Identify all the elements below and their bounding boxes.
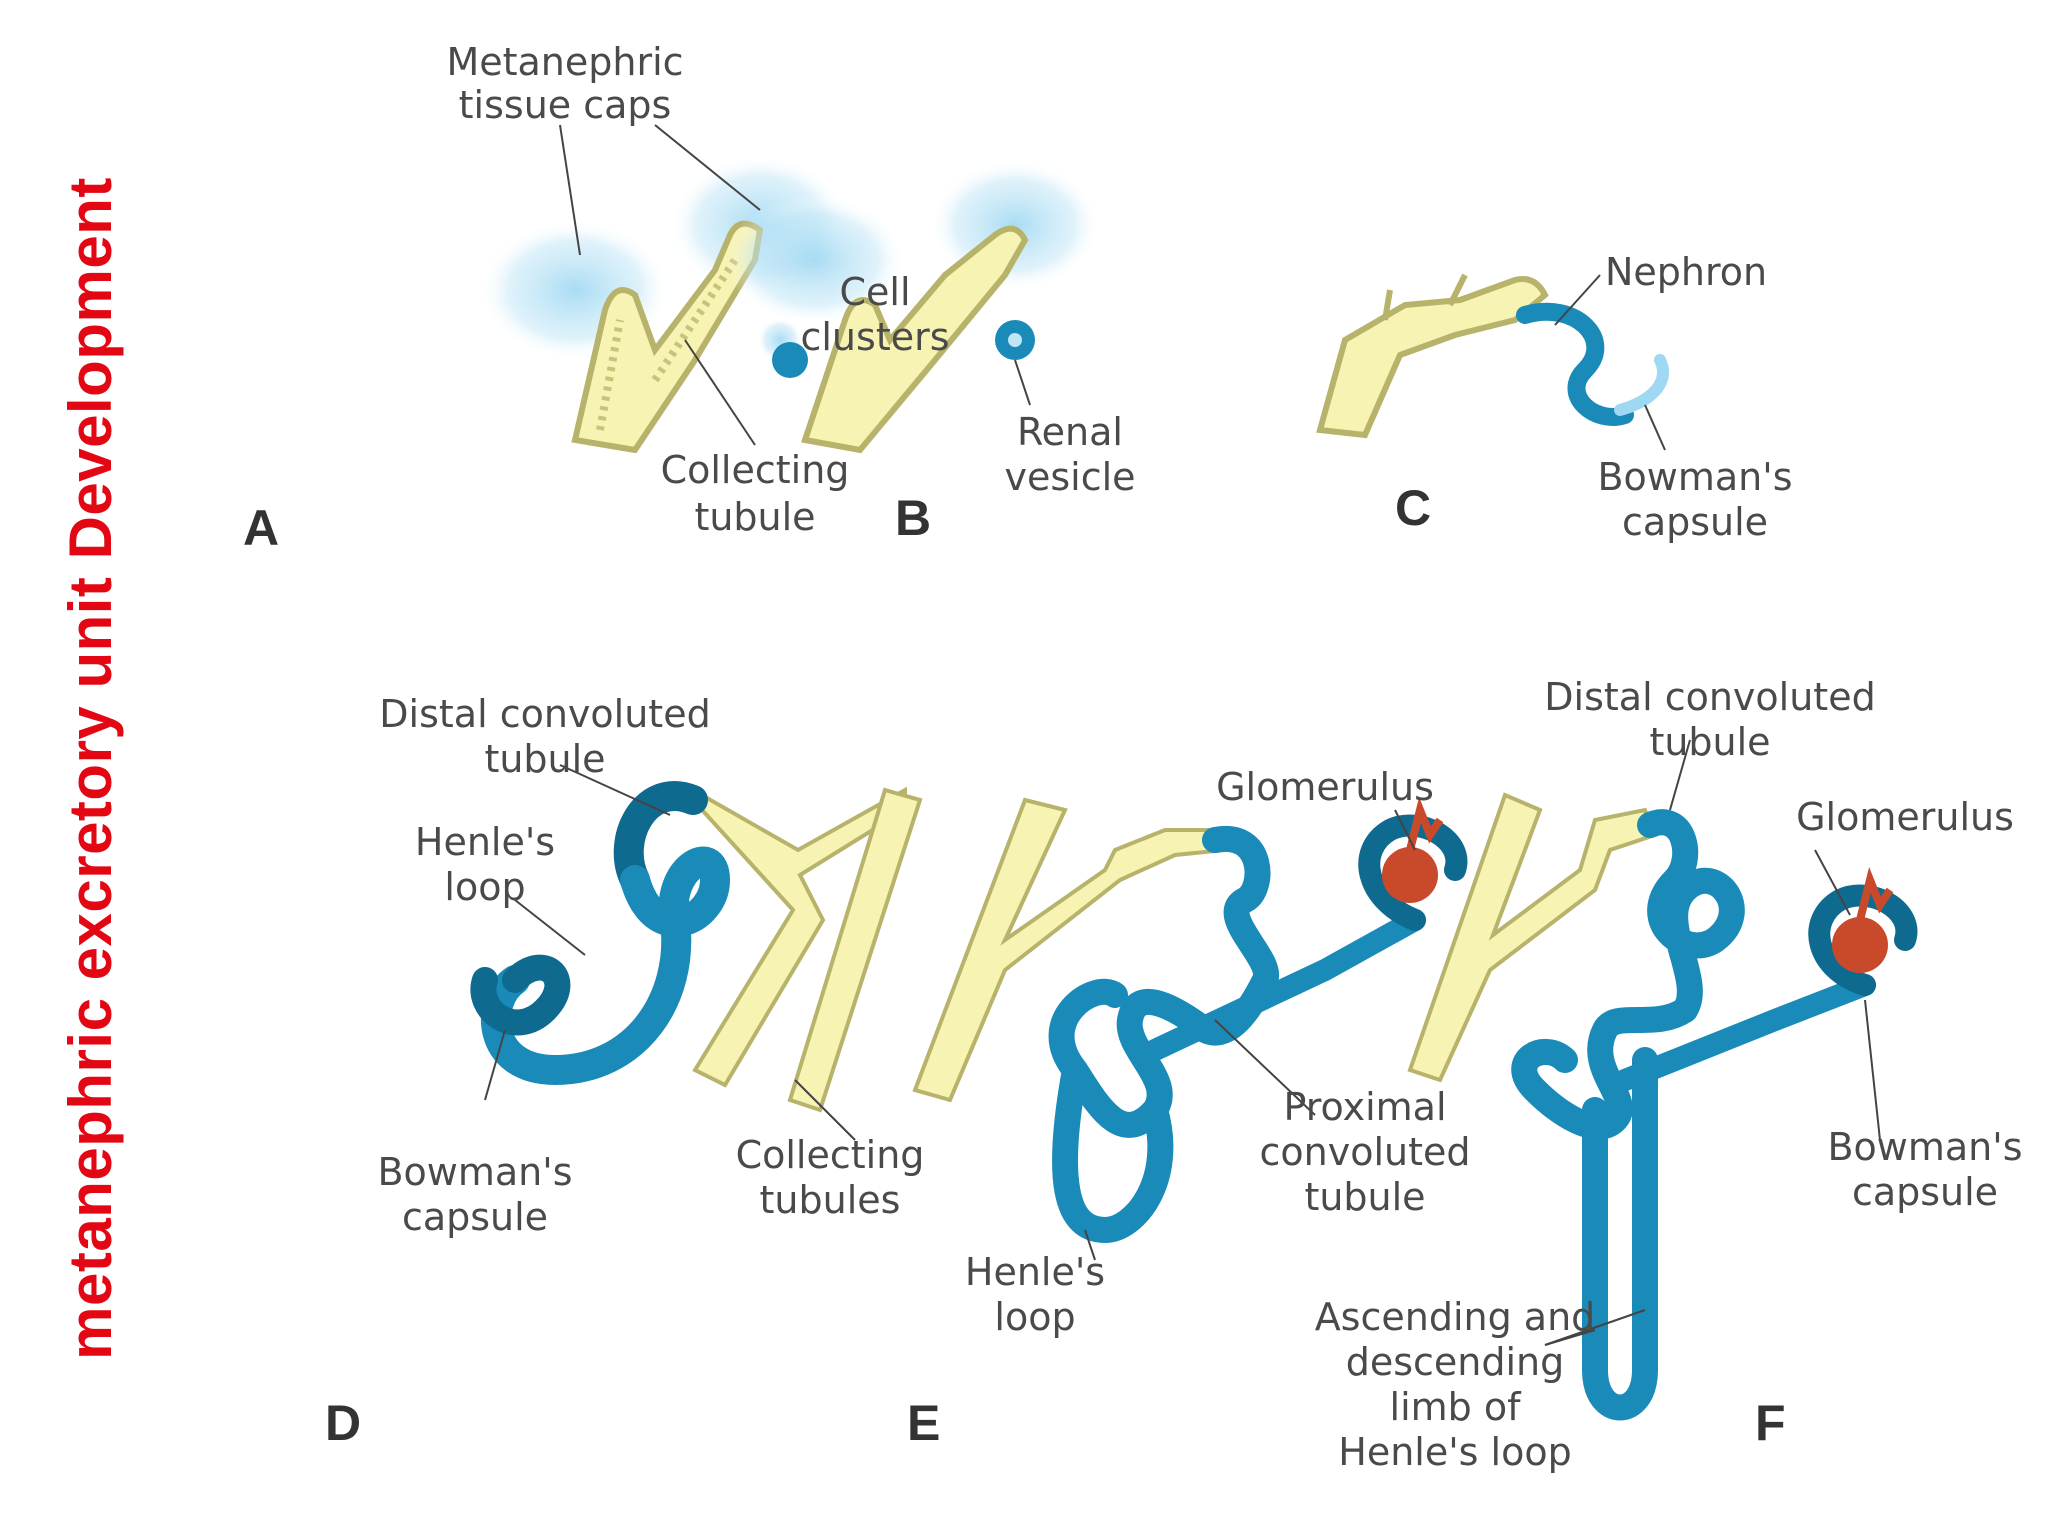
figure-canvas: Metanephric tissue caps Collecting tubul… bbox=[243, 40, 2023, 1474]
slide-title-text: metanephric excretory unit Development bbox=[56, 176, 124, 1360]
label-proximal-line1: Proximal bbox=[1283, 1085, 1446, 1129]
leader-renal-vesicle bbox=[1014, 359, 1031, 406]
label-bowmans-c-line1: Bowman's bbox=[1597, 455, 1792, 499]
leader-collecting-tubule bbox=[684, 339, 756, 446]
tissue-cap-b-left bbox=[725, 195, 905, 325]
distal-tubule-f bbox=[1637, 809, 1745, 1023]
cell-cluster-b bbox=[772, 342, 808, 378]
proximal-tubule-f bbox=[1511, 997, 1698, 1140]
bowmans-capsule-e bbox=[1358, 814, 1468, 931]
label-bowmans-c-line2: capsule bbox=[1622, 500, 1768, 544]
leader-caps-right bbox=[654, 124, 761, 211]
nephron-c bbox=[1516, 302, 1634, 426]
label-renal-line2: vesicle bbox=[1004, 455, 1135, 499]
label-cell-line2: clusters bbox=[800, 315, 949, 359]
collecting-tubule-d-trunk bbox=[787, 787, 923, 1113]
label-bowmans-d-line1: Bowman's bbox=[377, 1150, 572, 1194]
label-collecting-tubule-line2: tubule bbox=[694, 495, 815, 539]
panel-c: Nephron Bowman's capsule C bbox=[1316, 250, 1793, 544]
panel-e: Glomerulus Proximal convoluted tubule He… bbox=[907, 765, 1471, 1451]
leader-collecting-d bbox=[794, 1079, 856, 1141]
leader-nephron bbox=[1554, 274, 1601, 326]
label-bowmans-f-line2: capsule bbox=[1852, 1170, 1998, 1214]
label-distal-d-line2: tubule bbox=[484, 737, 605, 781]
henles-loop-d bbox=[481, 846, 731, 1086]
label-henle-e-line2: loop bbox=[994, 1295, 1075, 1339]
collecting-tubule-c bbox=[1316, 276, 1549, 439]
leader-bowmans-d bbox=[484, 1029, 506, 1101]
connector-f bbox=[1614, 974, 1876, 1091]
leader-distal-d bbox=[559, 764, 671, 816]
label-proximal-line2: convoluted bbox=[1259, 1130, 1470, 1174]
label-henle-d-line1: Henle's bbox=[415, 820, 555, 864]
label-metanephric-line2: tissue caps bbox=[459, 83, 672, 127]
label-distal-f-line1: Distal convoluted bbox=[1544, 675, 1875, 719]
panel-letter-a: A bbox=[243, 500, 279, 556]
henles-loop-e bbox=[1052, 1057, 1174, 1244]
label-metanephric-line1: Metanephric bbox=[446, 40, 683, 84]
bowmans-capsule-d bbox=[470, 954, 571, 1036]
panel-letter-f: F bbox=[1755, 1395, 1786, 1451]
leader-bowmans-f bbox=[1864, 999, 1881, 1141]
leader-glomerulus-e bbox=[1394, 809, 1416, 851]
collecting-tubule-b bbox=[801, 225, 1029, 454]
label-collecting-tubule-line1: Collecting bbox=[661, 448, 850, 492]
leader-henle-d bbox=[514, 899, 586, 956]
label-bowmans-f-line1: Bowman's bbox=[1827, 1125, 2022, 1169]
label-limbs-line1: Ascending and bbox=[1315, 1295, 1596, 1339]
label-bowmans-d-line2: capsule bbox=[402, 1195, 548, 1239]
label-limbs-line3: limb of bbox=[1390, 1385, 1523, 1429]
panel-a: Metanephric tissue caps Collecting tubul… bbox=[243, 40, 850, 556]
label-distal-f-line2: tubule bbox=[1649, 720, 1770, 764]
panel-letter-c: C bbox=[1395, 480, 1431, 536]
bowmans-capsule-f bbox=[1808, 884, 1918, 996]
panel-letter-b: B bbox=[895, 490, 931, 546]
leader-distal-f bbox=[1669, 739, 1691, 811]
leader-glomerulus-f bbox=[1814, 849, 1851, 916]
glomerulus-e bbox=[1382, 847, 1438, 903]
panel-f: Distal convoluted tubule Glomerulus Bowm… bbox=[1315, 675, 2023, 1474]
label-henle-e-line1: Henle's bbox=[965, 1250, 1105, 1294]
distal-tubule-d bbox=[613, 781, 708, 895]
panel-letter-d: D bbox=[325, 1395, 361, 1451]
label-proximal-line3: tubule bbox=[1304, 1175, 1425, 1219]
label-limbs-line2: descending bbox=[1346, 1340, 1565, 1384]
leader-henle-e bbox=[1084, 1229, 1096, 1261]
label-limbs-line4: Henle's loop bbox=[1338, 1430, 1571, 1474]
label-renal-line1: Renal bbox=[1017, 410, 1123, 454]
panel-b: Cell clusters Renal vesicle B bbox=[725, 160, 1136, 546]
leader-caps-left bbox=[559, 124, 581, 256]
label-collecting-d-line2: tubules bbox=[760, 1178, 901, 1222]
slide-title: metanephric excretory unit Development bbox=[0, 0, 180, 1536]
collecting-tubule-e bbox=[912, 797, 1229, 1103]
label-nephron: Nephron bbox=[1605, 250, 1767, 294]
label-henle-d-line2: loop bbox=[444, 865, 525, 909]
nephron-development-figure: Metanephric tissue caps Collecting tubul… bbox=[215, 20, 2048, 1520]
label-glomerulus-f: Glomerulus bbox=[1796, 795, 2014, 839]
connector-e bbox=[1144, 909, 1426, 1061]
leader-bowmans-c bbox=[1644, 404, 1666, 451]
label-cell-line1: Cell bbox=[839, 270, 910, 314]
collecting-tubule-f bbox=[1407, 792, 1658, 1083]
panel-d: Distal convoluted tubule Henle's loop Bo… bbox=[325, 692, 924, 1451]
panel-letter-e: E bbox=[907, 1395, 940, 1451]
label-glomerulus-e: Glomerulus bbox=[1216, 765, 1434, 809]
distal-tubule-e bbox=[1202, 825, 1279, 993]
collecting-tubule-d-main bbox=[691, 786, 907, 1088]
bowmans-capsule-c bbox=[1614, 354, 1670, 416]
label-collecting-d-line1: Collecting bbox=[736, 1133, 925, 1177]
glomerulus-f bbox=[1832, 917, 1888, 973]
henles-loop-f bbox=[1582, 1047, 1658, 1421]
label-distal-d-line1: Distal convoluted bbox=[379, 692, 710, 736]
leader-proximal-e bbox=[1214, 1019, 1316, 1116]
